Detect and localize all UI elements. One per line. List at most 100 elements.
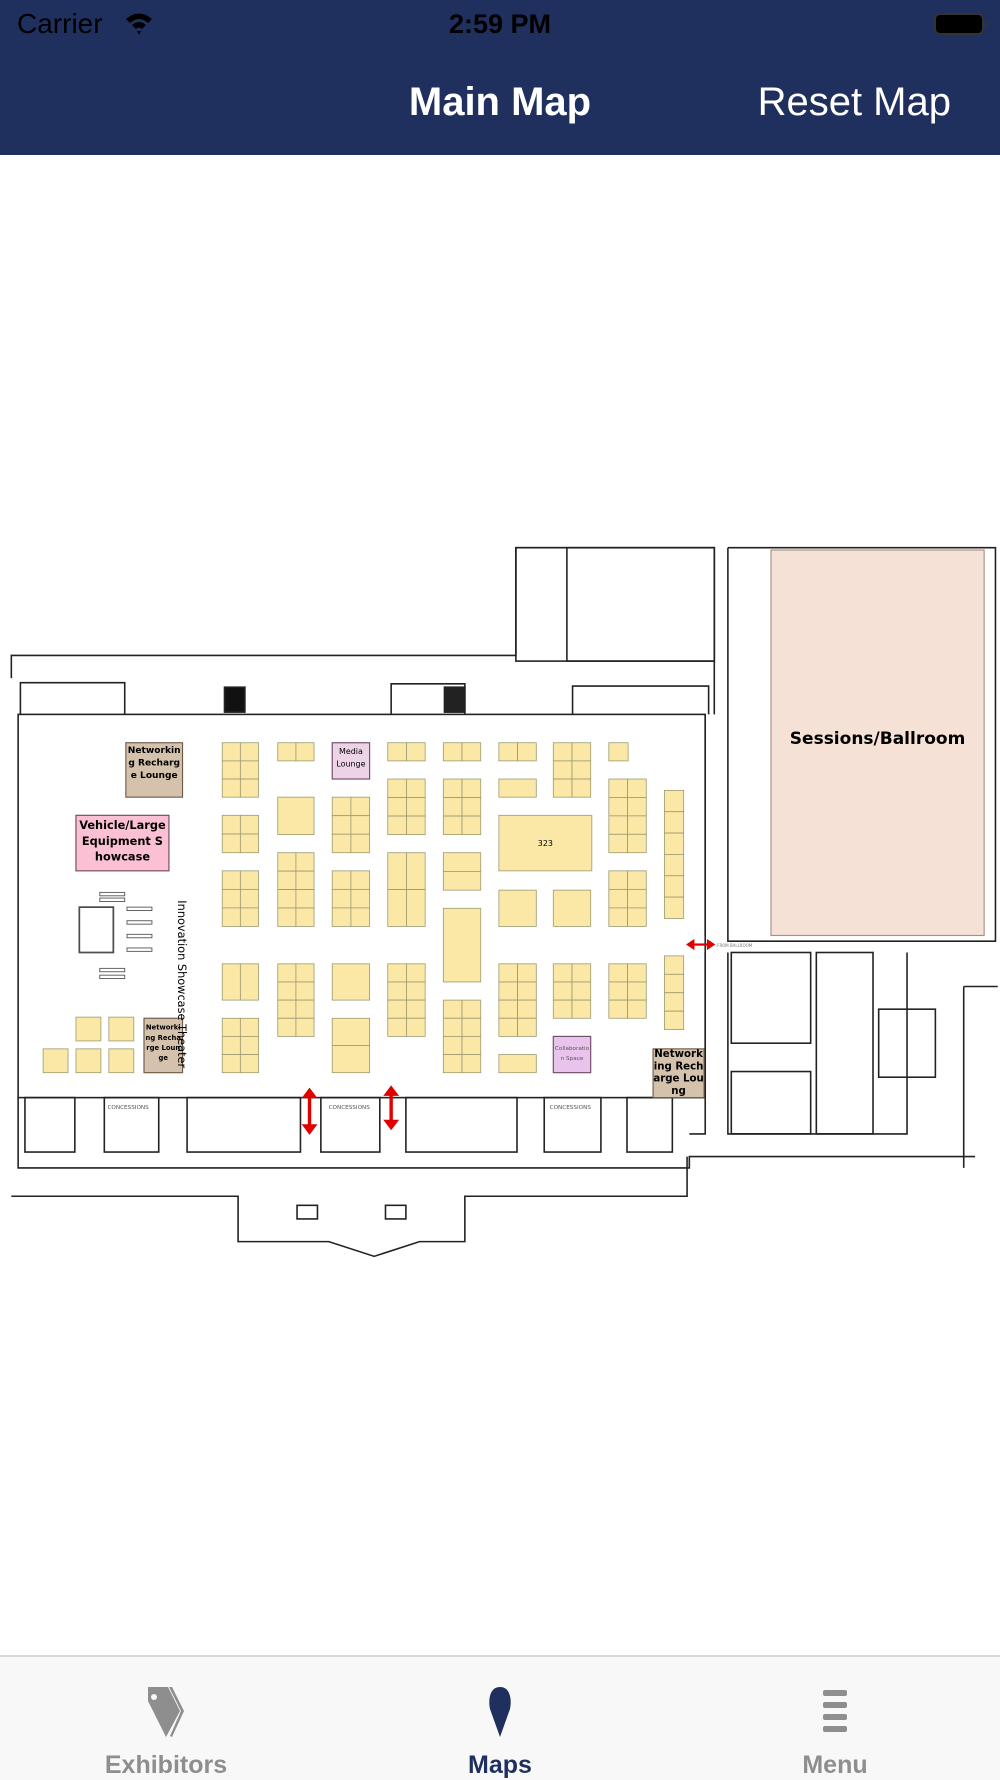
booth[interactable] [608,742,629,762]
booth[interactable] [277,870,297,890]
booth[interactable] [406,889,426,927]
booth[interactable] [664,875,685,898]
booth[interactable] [627,907,647,927]
booth[interactable] [387,778,407,798]
booth[interactable] [221,1017,241,1037]
booth[interactable] [221,814,241,835]
booth[interactable] [571,981,592,1001]
booth[interactable] [664,955,685,975]
booth[interactable] [239,963,259,1001]
booth[interactable] [75,1048,102,1074]
booth[interactable] [498,814,593,872]
booth[interactable] [517,981,537,1001]
booth[interactable] [239,907,259,927]
booth[interactable] [350,888,371,909]
booth[interactable] [221,1035,241,1055]
booth[interactable] [350,870,371,890]
booth[interactable] [552,742,573,762]
booth[interactable] [627,870,647,890]
booth[interactable] [552,999,573,1019]
collaboration-space[interactable] [552,1035,592,1074]
booth[interactable] [517,1017,537,1037]
booth[interactable] [461,778,482,798]
booth[interactable] [627,999,647,1019]
booth[interactable] [387,889,407,927]
booth[interactable] [571,999,592,1019]
booth[interactable] [571,760,592,780]
booth[interactable] [277,742,297,762]
tab-maps[interactable]: Maps [400,1657,600,1780]
booth[interactable] [277,907,297,927]
booth[interactable] [350,833,371,854]
booth[interactable] [664,854,685,877]
tab-exhibitors[interactable]: Exhibitors [66,1657,266,1780]
booth[interactable] [664,789,685,813]
booth[interactable] [442,797,463,817]
booth[interactable] [239,778,259,798]
booth[interactable] [627,778,647,798]
booth[interactable] [331,815,352,835]
booth[interactable] [221,742,241,762]
booth[interactable] [517,999,537,1019]
booth[interactable] [461,1035,482,1055]
tab-menu[interactable]: Menu [735,1657,935,1780]
booth[interactable] [608,999,628,1019]
booth[interactable] [627,833,647,854]
booth[interactable] [239,1054,259,1074]
booth[interactable] [221,778,241,798]
booth[interactable] [406,981,426,1001]
booth[interactable] [552,778,573,798]
booth[interactable] [239,888,259,909]
booth[interactable] [221,1054,241,1074]
booth[interactable] [387,797,407,817]
booth[interactable] [627,815,647,835]
reset-map-button[interactable]: Reset Map [757,80,951,124]
booth[interactable] [295,999,315,1019]
booth[interactable] [221,963,241,1001]
booth[interactable] [627,888,647,909]
booth[interactable] [442,852,482,872]
booth[interactable] [387,742,407,762]
booth[interactable] [461,999,482,1019]
booth[interactable] [442,1054,463,1074]
booth[interactable] [406,778,426,798]
booth[interactable] [552,963,573,983]
booth[interactable] [406,999,426,1019]
booth[interactable] [498,889,537,927]
booth[interactable] [277,852,297,872]
booth[interactable] [239,1017,259,1037]
booth[interactable] [571,742,592,762]
booth[interactable] [221,907,241,927]
booth[interactable] [442,1035,463,1055]
booth[interactable] [608,907,628,927]
booth[interactable] [387,963,407,983]
booth[interactable] [517,963,537,983]
booth[interactable] [498,742,518,762]
booth[interactable] [277,889,297,909]
booth[interactable] [406,852,426,890]
booth[interactable] [627,981,647,1001]
media-lounge[interactable] [331,742,371,780]
booth[interactable] [108,1048,135,1074]
booth[interactable] [442,1017,463,1037]
booth[interactable] [608,963,628,983]
booth[interactable] [295,907,315,927]
booth[interactable] [517,742,537,762]
booth[interactable] [221,833,241,854]
booth[interactable] [664,973,685,994]
booth[interactable] [608,888,628,909]
booth[interactable] [498,999,518,1019]
networking-lounge-2[interactable] [143,1017,184,1074]
booth[interactable] [442,999,463,1019]
booth[interactable] [498,963,518,983]
booth[interactable] [498,1017,518,1037]
booth[interactable] [277,999,297,1019]
booth[interactable] [331,1045,371,1074]
booth[interactable] [461,742,482,762]
booth[interactable] [664,1010,685,1030]
booth[interactable] [221,888,241,909]
booth[interactable] [331,1017,371,1046]
booth[interactable] [277,981,297,1001]
booth[interactable] [608,797,628,817]
booth[interactable] [350,796,371,817]
